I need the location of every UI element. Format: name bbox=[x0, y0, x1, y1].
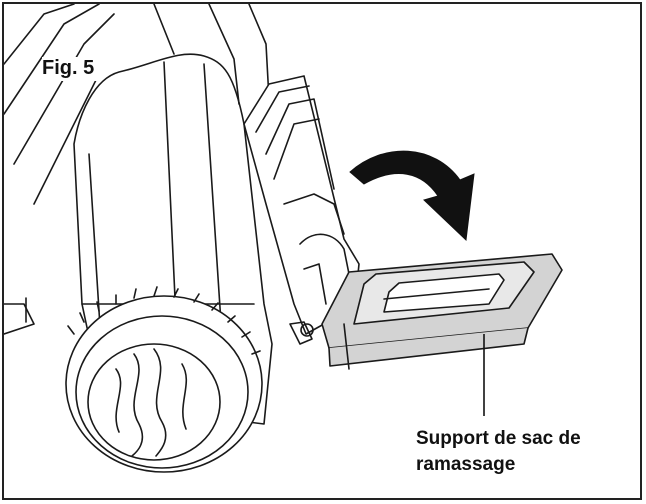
figure-label: Fig. 5 bbox=[42, 57, 101, 81]
mower-illustration bbox=[4, 4, 563, 473]
figure-frame: Fig. 5 Support de sac de ramassage bbox=[2, 2, 642, 500]
mower-housing-left bbox=[4, 4, 115, 335]
callout-label: Support de sac de ramassage bbox=[416, 428, 581, 475]
handle-bracket bbox=[243, 75, 360, 345]
rotation-arrow bbox=[349, 150, 475, 242]
wheel bbox=[65, 286, 263, 473]
bag-support bbox=[321, 253, 563, 370]
